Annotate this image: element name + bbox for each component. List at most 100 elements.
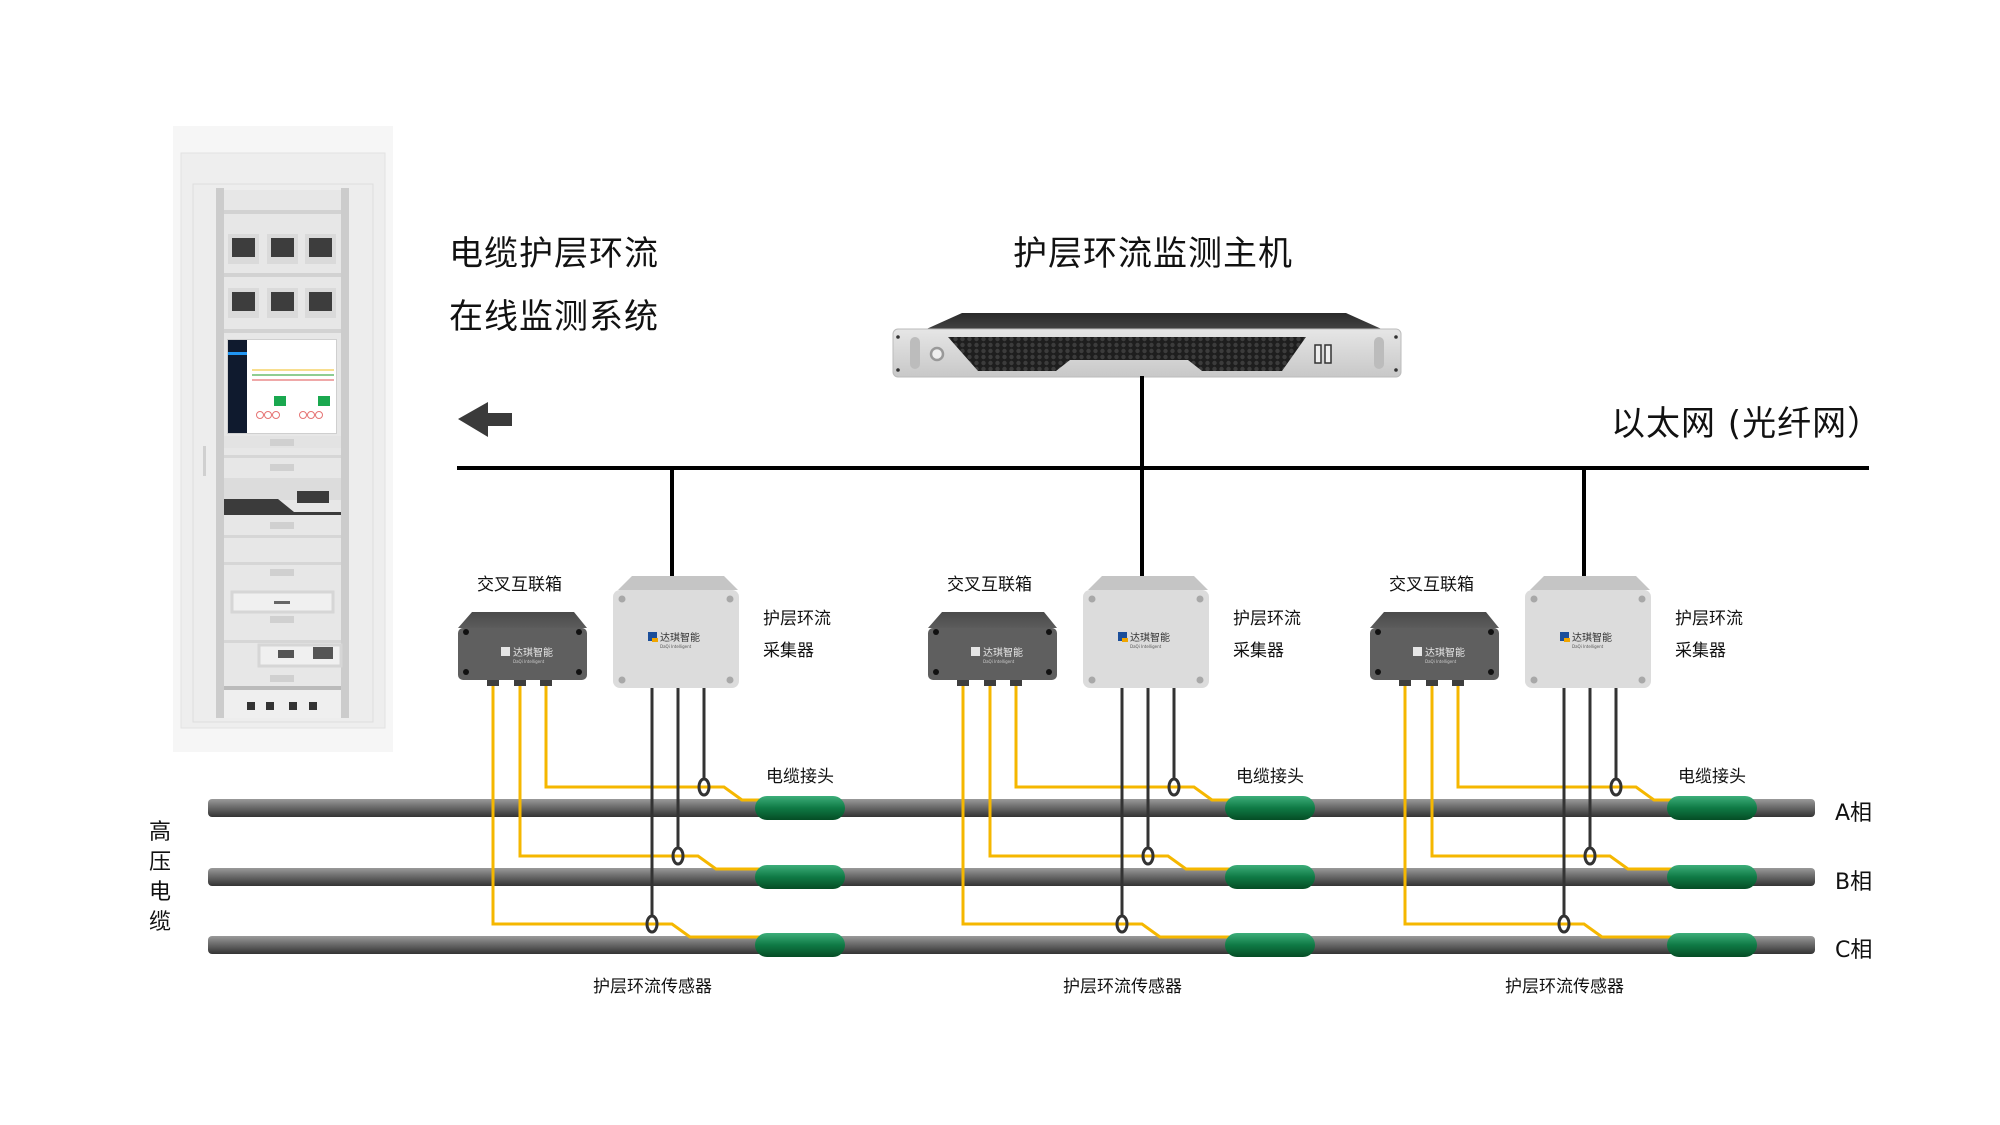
arrow-left-icon [458,402,512,437]
cable-gland [1426,680,1438,686]
cable-gland [1399,680,1411,686]
screw [1530,595,1538,603]
bonding-wire-phase-a [1456,685,1672,802]
cross-bond-box-label: 交叉互联箱 [477,575,562,595]
cable-joint-phase-b [755,865,845,889]
screw [618,595,626,603]
screw [1530,676,1538,684]
sheath-current-sensor-label: 护层环流传感器 [593,977,712,997]
current-sensor-ring-phase-a [697,777,711,797]
screw [463,629,469,635]
meter-panel [224,234,341,333]
brand-name-en: DaQi Intelligent [1572,644,1604,649]
bonding-wire-phase-c [961,685,1230,939]
current-sensor-ring-phase-c [1115,914,1129,934]
brand-logo-accent [1122,638,1128,642]
screw [1196,676,1204,684]
brand-name-en: DaQi Intelligent [1425,659,1457,664]
collector-label-line2: 采集器 [1233,641,1284,661]
host-label: 护层环流监测主机 [1013,234,1293,274]
brand-name: 达琪智能 [513,646,553,659]
ethernet-label: 以太网 (光纤网） [1611,404,1883,444]
screw [1196,595,1204,603]
cable-gland [540,680,552,686]
screw [1046,669,1052,675]
bonding-wire-phase-c [1403,685,1672,939]
cable-joint-phase-a [755,796,845,820]
screw [1375,669,1381,675]
system-title-line2: 在线监测系统 [449,297,659,337]
brand-logo-icon [1413,647,1422,656]
cable-joint-label: 电缆接头 [1678,767,1746,787]
brand-name: 达琪智能 [1425,646,1465,659]
brand-name-en: DaQi Intelligent [513,659,545,664]
collector-label-line1: 护层环流 [763,609,831,629]
screw [1375,629,1381,635]
cable-phase-c [208,936,1815,954]
screw [1088,595,1096,603]
phase-a-label: A相 [1835,801,1873,826]
bonding-wire-phase-b [1430,685,1672,871]
bonding-wire-phase-b [518,685,760,871]
collector-label-line2: 采集器 [1675,641,1726,661]
cable-phase-b [208,868,1815,886]
sheath-current-sensor-label: 护层环流传感器 [1063,977,1182,997]
brand-name: 达琪智能 [660,631,700,644]
monitoring-cabinet [173,126,393,752]
screw [1088,676,1096,684]
cable-gland [1452,680,1464,686]
cross-bond-box-label: 交叉互联箱 [1389,575,1474,595]
bonding-wire-phase-a [544,685,760,802]
cable-phase-a [208,799,1815,817]
system-title-line1: 电缆护层环流 [449,234,659,274]
cable-gland [487,680,499,686]
cable-gland [1010,680,1022,686]
cable-joint-phase-b [1667,865,1757,889]
cable-joint-phase-b [1225,865,1315,889]
screw [618,676,626,684]
brand-logo-icon [1118,632,1127,641]
brand-name-en: DaQi Intelligent [1130,644,1162,649]
current-sensor-ring-phase-c [645,914,659,934]
monitoring-host-server [892,313,1402,378]
screw [576,629,582,635]
bonding-wire-phase-b [988,685,1230,871]
brand-name-en: DaQi Intelligent [983,659,1015,664]
brand-logo-icon [501,647,510,656]
cable-joint-phase-a [1667,796,1757,820]
brand-name: 达琪智能 [1572,631,1612,644]
current-sensor-ring-phase-b [671,846,685,866]
screw [463,669,469,675]
collector-label-line1: 护层环流 [1233,609,1301,629]
bonding-wire-phase-a [1014,685,1230,802]
screw [1488,669,1494,675]
brand-logo-accent [1564,638,1570,642]
cable-joint-label: 电缆接头 [766,767,834,787]
sheath-current-sensor-label: 护层环流传感器 [1505,977,1624,997]
screw [1488,629,1494,635]
current-sensor-ring-phase-b [1583,846,1597,866]
screw [576,669,582,675]
current-sensor-ring-phase-a [1167,777,1181,797]
screw [933,669,939,675]
screw [726,676,734,684]
cable-joint-label: 电缆接头 [1236,767,1304,787]
brand-logo-icon [648,632,657,641]
phase-b-label: B相 [1835,870,1873,895]
screw [1638,676,1646,684]
cabinet-screen [227,339,337,434]
cable-gland [984,680,996,686]
cable-joint-phase-c [1225,933,1315,957]
screw [933,629,939,635]
brand-name: 达琪智能 [983,646,1023,659]
brand-logo-icon [1560,632,1569,641]
